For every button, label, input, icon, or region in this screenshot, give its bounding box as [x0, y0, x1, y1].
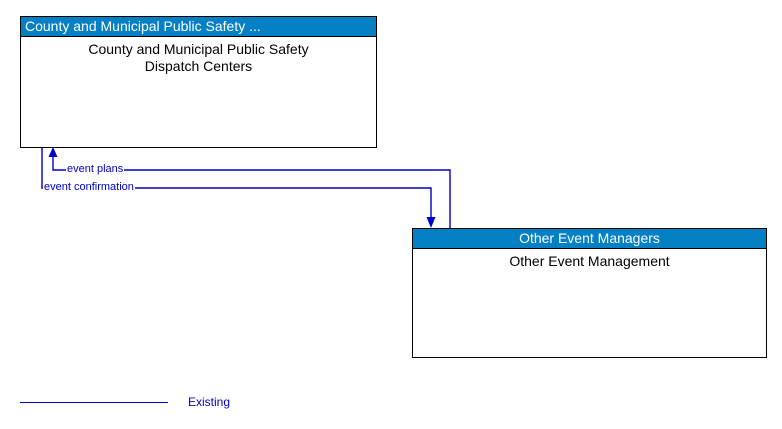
- node-body-line-2: Dispatch Centers: [144, 58, 253, 74]
- legend-swatch-existing-line: [20, 402, 168, 403]
- node-other-event-managers[interactable]: Other Event Managers Other Event Managem…: [412, 228, 767, 358]
- flow-line-event-confirmation: [41, 148, 436, 228]
- node-body-other: Other Event Management: [413, 249, 766, 270]
- node-header-other: Other Event Managers: [413, 229, 766, 249]
- node-body-line-1: County and Municipal Public Safety: [88, 41, 309, 57]
- arrowhead-up-into-dispatch: [48, 147, 58, 157]
- flow-label-event-plans: event plans: [66, 163, 125, 175]
- flow-line-event-plans: [48, 147, 451, 228]
- node-header-dispatch: County and Municipal Public Safety ...: [21, 17, 376, 37]
- node-county-municipal-public-safety-dispatch-centers[interactable]: County and Municipal Public Safety ... C…: [20, 16, 377, 148]
- legend: Existing: [20, 394, 320, 414]
- node-body-dispatch: County and Municipal Public Safety Dispa…: [21, 37, 376, 75]
- arrowhead-down-into-other: [426, 217, 436, 228]
- flow-label-event-confirmation: event confirmation: [43, 181, 135, 193]
- node-body-line-1: Other Event Management: [509, 253, 670, 269]
- legend-label-existing: Existing: [188, 395, 231, 409]
